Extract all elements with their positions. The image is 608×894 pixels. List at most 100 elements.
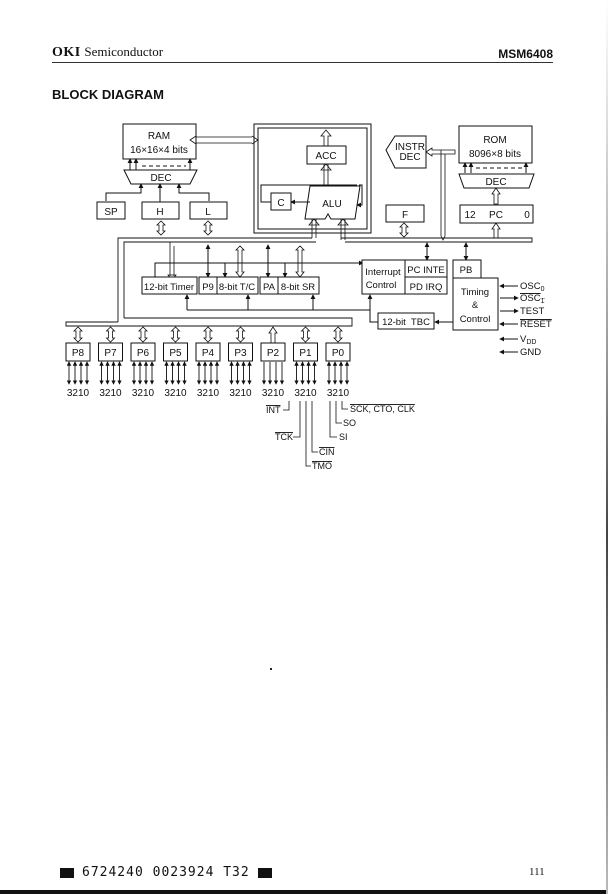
instr-dec-line2: DEC (399, 152, 420, 163)
alu-block (304, 185, 361, 220)
port-bus-connector (105, 326, 116, 343)
f-register (385, 204, 425, 223)
timer12-label: 12-bit Timer (144, 282, 194, 293)
rom-size: 8096×8 bits (469, 149, 521, 160)
port-bus-connector (235, 326, 246, 343)
timing-control (452, 277, 499, 331)
control-pin-reset: RESET (520, 319, 552, 330)
port-box (163, 342, 188, 362)
control-pin-osc0: OSC0 (520, 281, 545, 293)
rom-title: ROM (483, 135, 506, 146)
brand-logo: OKI Semiconductor (52, 44, 163, 61)
acc-label: ACC (315, 151, 336, 162)
port-label: P0 (332, 348, 345, 359)
port-label: P3 (234, 348, 247, 359)
port-bus-connector (268, 326, 278, 343)
port-bus-connector (203, 326, 213, 343)
footer-barcode: 6724240 0023924 T32 (60, 865, 272, 880)
rom-dec-label: DEC (485, 177, 506, 188)
port-label: P8 (72, 348, 85, 359)
control-pin-vdd: VDD (520, 334, 536, 346)
tbc12-block (377, 312, 435, 330)
port-box (195, 342, 221, 362)
pin-cin: CIN (319, 447, 335, 457)
bit-label: 3210 (132, 388, 155, 399)
port-box (65, 342, 91, 362)
h-register (141, 201, 180, 220)
port-label: P5 (169, 348, 182, 359)
port-p3: P3 3210 (228, 326, 253, 399)
control-pin-gnd: GND (520, 347, 541, 358)
instr-dec-line1: INSTR (395, 142, 425, 153)
rom-dec (458, 173, 535, 189)
ports-layer: P83210P73210P63210P53210P43210P33210P232… (65, 326, 351, 399)
port-label: P7 (104, 348, 117, 359)
p9-label: P9 (202, 282, 214, 293)
port-box (260, 342, 286, 362)
port-bus-connector (300, 326, 311, 343)
pin-si: SI (339, 432, 348, 442)
timing-line2: & (472, 300, 479, 311)
port-box (293, 342, 318, 362)
ram-block (122, 123, 197, 160)
port-p1: P1 3210 (293, 326, 318, 399)
port-bus-connector (170, 326, 181, 343)
pa-label: PA (263, 282, 276, 293)
footer-block-left (60, 867, 74, 878)
f-label: F (402, 210, 408, 221)
ram-size: 16×16×4 bits (130, 145, 188, 156)
pb-label: PB (460, 265, 473, 276)
port-label: P4 (202, 348, 215, 359)
tc8-label: 8-bit T/C (219, 282, 255, 293)
bit-label: 3210 (99, 388, 122, 399)
interrupt-line2: Control (366, 280, 397, 291)
bit-label: 3210 (67, 388, 90, 399)
bit-label: 3210 (229, 388, 252, 399)
pin-sck-cto-clk: SCK, CTO, CLK (350, 404, 415, 414)
port-p7: P7 3210 (98, 326, 123, 399)
l-register (189, 201, 228, 220)
c-label: C (277, 198, 284, 209)
footer-block-right (257, 867, 272, 878)
control-pin-test: TEST (520, 306, 544, 317)
bit-label: 3210 (197, 388, 220, 399)
interrupt-control (361, 259, 406, 295)
port-bus-connector (73, 326, 83, 343)
control-pin-osc1: OSC1 (520, 293, 545, 305)
port-p5: P5 3210 (163, 326, 188, 399)
pin-tck: TCK (275, 432, 293, 442)
port-label: P6 (137, 348, 150, 359)
sp-register (96, 201, 126, 220)
bit-label: 3210 (164, 388, 187, 399)
pd-irq (404, 276, 448, 295)
port-p4: P4 3210 (195, 326, 221, 399)
sp-label: SP (104, 207, 118, 218)
bottom-edge (0, 890, 608, 894)
tbc12-label: 12-bit TBC (382, 317, 430, 328)
ram-title: RAM (148, 131, 170, 142)
pin-function-leaders (283, 401, 348, 467)
brand-semiconductor: Semiconductor (84, 44, 164, 59)
port-box (325, 342, 351, 362)
port-p6: P6 3210 (130, 326, 156, 399)
pd-irq-label: PD IRQ (410, 282, 443, 293)
ram-dec-label: DEC (150, 173, 171, 184)
port-box (98, 342, 123, 362)
model-number: MSM6408 (498, 47, 553, 61)
section-title: BLOCK DIAGRAM (52, 87, 164, 102)
timing-line1: Timing (461, 287, 489, 298)
timing-line3: Control (460, 314, 491, 325)
pc-label: PC (489, 210, 503, 221)
interrupt-line1: Interrupt (365, 267, 401, 278)
bit-label: 3210 (294, 388, 317, 399)
page-number: 111 (529, 866, 545, 878)
brand-oki: OKI (52, 45, 81, 60)
pc-lsb: 0 (524, 210, 530, 221)
l-label: L (205, 207, 211, 218)
footer-code-text: 6724240 0023924 T32 (82, 865, 250, 880)
bit-label: 3210 (262, 388, 285, 399)
port-label: P1 (299, 348, 312, 359)
